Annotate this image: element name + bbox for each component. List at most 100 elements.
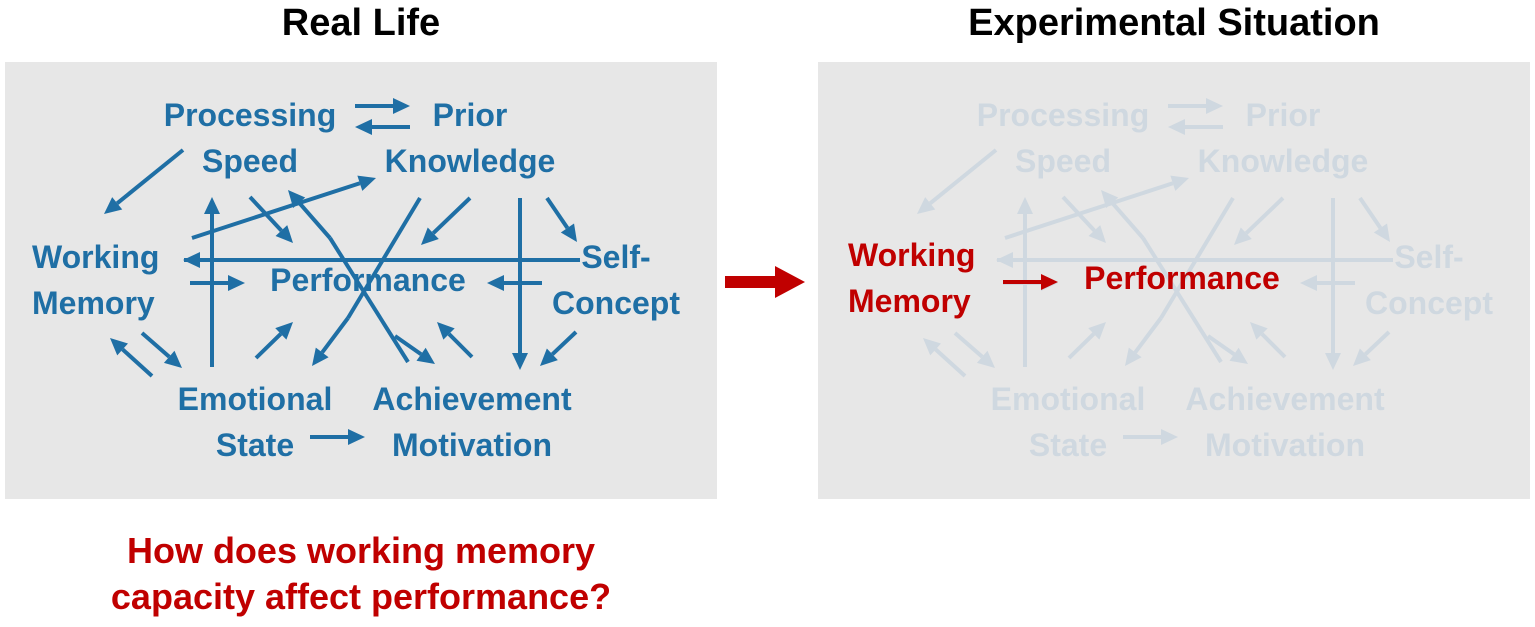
experimental-line-knowledge-diagonal xyxy=(1159,196,1235,320)
experimental-arrow-to-motivation-vertical xyxy=(1325,260,1341,370)
real-life-arrow-speed-to-performance-head xyxy=(275,225,293,243)
real-life-arrow-speed-to-wm-head xyxy=(104,197,123,214)
experimental-node-achievement-motivation-line: Achievement xyxy=(1185,381,1385,417)
real-life-arrow-motivation-to-performance-shaft xyxy=(447,332,474,359)
experimental-arrow-emotion-to-wm xyxy=(923,338,967,378)
experimental-arrow-wm-to-emotion-shaft xyxy=(953,331,984,359)
experimental-panel xyxy=(818,62,1530,499)
real-life-arrow-wm-to-performance-head xyxy=(228,275,245,291)
experimental-arrow-emotion-to-performance-head xyxy=(1088,322,1106,340)
real-life-arrow-speed-to-performance-shaft xyxy=(248,195,283,232)
experimental-arrow-selfconcept-to-motivation xyxy=(1353,330,1391,366)
real-life-arrow-emotion-to-performance-head xyxy=(275,322,293,340)
real-life-arrow-performance-to-speed-shaft xyxy=(297,201,332,240)
question-line-2: capacity affect performance? xyxy=(110,576,612,617)
real-life-arrow-emotion-to-speed-head xyxy=(204,197,220,214)
real-life-arrow-wm-to-knowledge-head xyxy=(357,175,376,191)
experimental-arrow-wm-to-knowledge-shaft xyxy=(1004,181,1174,240)
real-life-arrow-speed-to-wm-shaft xyxy=(115,148,185,205)
experimental-arrow-speed-to-knowledge xyxy=(1168,98,1223,114)
experimental-arrow-performance-to-speed xyxy=(1101,190,1145,240)
experimental-arrow-speed-to-wm-shaft xyxy=(928,148,998,205)
experimental-arrow-knowledge-to-performance xyxy=(1234,196,1285,245)
experimental-situation-title: Experimental Situation xyxy=(968,2,1380,44)
experimental-arrow-to-motivation-diagonal-head xyxy=(1229,347,1248,364)
experimental-node-self-concept-line: Self- xyxy=(1394,239,1463,275)
real-life-arrow-selfconcept-to-performance-head xyxy=(487,275,504,291)
experimental-arrow-speed-to-performance-shaft xyxy=(1061,195,1096,232)
real-life-arrow-to-motivation-vertical-head xyxy=(512,353,528,370)
experimental-arrow-wm-to-emotion xyxy=(953,331,995,368)
real-life-arrow-to-motivation-vertical xyxy=(512,260,528,370)
arrow-wm-to-performance-highlight xyxy=(1003,274,1058,290)
real-life-arrow-knowledge-to-performance xyxy=(421,196,472,245)
real-life-arrow-speed-to-knowledge xyxy=(355,98,410,114)
real-life-panel xyxy=(5,62,717,499)
real-life-node-self-concept-line: Self- xyxy=(581,239,650,275)
real-life-arrow-wm-to-emotion xyxy=(140,331,182,368)
experimental-arrow-emotion-to-motivation xyxy=(1123,429,1178,445)
transition-arrow xyxy=(725,266,805,298)
real-life-arrow-emotion-to-performance xyxy=(254,322,293,360)
experimental-arrow-selfconcept-to-performance-head xyxy=(1300,275,1317,291)
experimental-arrow-emotion-to-motivation-head xyxy=(1161,429,1178,445)
real-life-line-knowledge-diagonal xyxy=(346,196,422,320)
real-life-line-speed-diagonal xyxy=(328,236,410,364)
real-life-node-self-concept-line: Concept xyxy=(552,285,680,321)
real-life-arrow-selfconcept-to-motivation xyxy=(540,330,578,366)
experimental-arrow-emotion-to-speed-head xyxy=(1017,197,1033,214)
experimental-arrow-speed-to-performance xyxy=(1061,195,1106,243)
experimental-arrow-emotion-to-wm-head xyxy=(923,338,941,356)
real-life-node-performance-line: Performance xyxy=(270,262,466,298)
experimental-arrow-motivation-to-performance xyxy=(1250,322,1287,359)
real-life-arrow-wm-to-knowledge-shaft xyxy=(191,181,361,240)
experimental-node-processing-speed-line: Processing xyxy=(977,97,1150,133)
real-life-node-performance: Performance xyxy=(270,262,466,298)
experimental-arrow-knowledge-to-speed xyxy=(1168,119,1223,135)
real-life-arrow-selfconcept-to-motivation-shaft xyxy=(550,330,578,356)
real-life-node-prior-knowledge-line: Prior xyxy=(433,97,508,133)
real-life-arrow-emotion-to-motivation xyxy=(310,429,365,445)
real-life-node-self-concept: Self- Concept xyxy=(552,239,680,321)
experimental-arrow-speed-to-performance-head xyxy=(1088,225,1106,243)
experimental-arrow-to-motivation-diagonal xyxy=(1206,334,1248,364)
real-life-arrow-knowledge-to-selfconcept xyxy=(545,196,577,242)
experimental-arrow-wm-to-knowledge xyxy=(1004,175,1189,240)
real-life-node-working-memory-line: Working xyxy=(32,239,159,275)
real-life-arrow-to-emotion-diagonal-head xyxy=(312,347,329,366)
real-life-arrow-motivation-to-performance-head xyxy=(437,322,455,340)
experimental-arrow-wm-to-emotion-head xyxy=(976,350,995,368)
real-life-node-achievement-motivation-line: Achievement xyxy=(372,381,572,417)
experimental-arrow-knowledge-to-selfconcept-shaft xyxy=(1358,196,1383,230)
real-life-node-processing-speed-line: Speed xyxy=(202,143,298,179)
real-life-arrow-emotion-to-wm xyxy=(110,338,154,378)
experimental-arrow-speed-to-wm xyxy=(917,148,998,214)
experimental-node-performance: Performance xyxy=(1084,260,1280,296)
real-life-arrow-selfconcept-to-motivation-head xyxy=(540,348,558,366)
question-line-1: How does working memory xyxy=(126,530,596,571)
experimental-node-working-memory-line: Memory xyxy=(848,283,971,319)
experimental-arrow-emotion-to-performance xyxy=(1067,322,1106,360)
real-life-arrow-knowledge-to-speed xyxy=(355,119,410,135)
real-life-arrow-emotion-to-performance-shaft xyxy=(254,332,283,360)
experimental-node-prior-knowledge-line: Knowledge xyxy=(1198,143,1369,179)
real-life-arrow-speed-to-performance xyxy=(248,195,293,243)
transition-arrow-head xyxy=(775,266,805,298)
real-life-node-prior-knowledge-line: Knowledge xyxy=(385,143,556,179)
real-life-arrow-performance-to-speed xyxy=(288,190,332,240)
real-life-arrow-emotion-to-speed xyxy=(204,197,220,367)
real-life-node-emotional-state-line: State xyxy=(216,427,294,463)
real-life-arrow-speed-to-wm xyxy=(104,148,185,214)
real-life-arrow-knowledge-to-selfconcept-head xyxy=(560,223,577,242)
real-life-arrow-wm-to-emotion-head xyxy=(163,350,182,368)
